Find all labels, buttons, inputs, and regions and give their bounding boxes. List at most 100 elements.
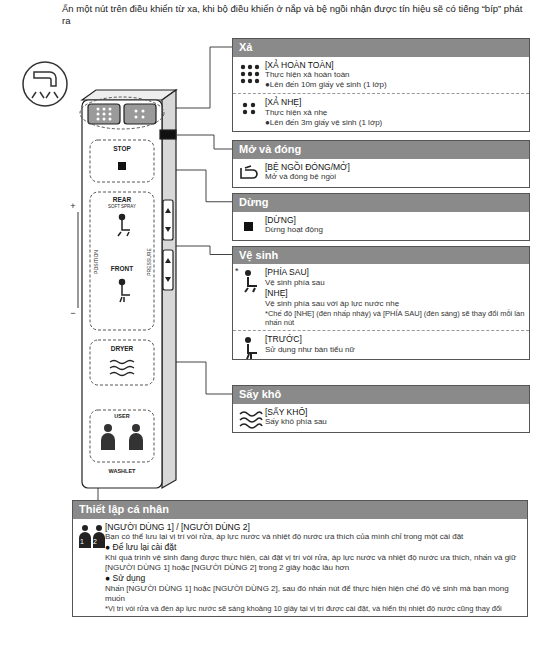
drawing-part [101,433,115,450]
drawing-part [241,65,259,83]
drawing-part [90,410,154,462]
remote-label: WASHLET [109,469,136,475]
drawing-part [103,113,106,116]
flush2-icon [238,99,262,119]
drawing-part [241,72,245,76]
drawing-part [251,110,255,114]
remote-label: USER [114,414,129,420]
instruction-title: Ấn một nút trên điều khiển từ xa, khi bộ… [62,3,532,27]
flush-group-outline [80,97,164,129]
drawing-part [162,90,176,488]
drawing-part [240,412,262,428]
drawing-part [110,361,134,376]
function-item: *[PHÍA SAU]Vệ sinh phía sau[NHẸ]Vệ sinh … [233,264,529,330]
button-name: [NHẸ] [265,288,525,299]
drawing-part [120,285,130,302]
drawing-part [248,65,252,69]
stop-icon [118,162,126,170]
drawing-part [247,344,257,359]
drawing-part [163,250,173,290]
drawing-part [245,277,257,292]
item-text: [SẤY KHÔ]Sấy khô phía sau [265,407,525,429]
button-name: [TRƯỚC] [265,334,525,345]
item-text: [DỪNG]Dừng hoạt động [265,215,525,237]
description-text: ●Lên đến 3m giấy vệ sinh (1 lớp) [265,118,525,128]
section-heading: Vệ sinh [233,247,529,265]
drawing-part [79,532,91,548]
description-text: Vệ sinh phía sau [265,278,525,288]
icon-cell: 12 [75,522,105,613]
front-icon [238,336,264,360]
description-text: Vệ sinh phía sau với áp lực nước nhẹ [265,299,525,309]
function-item: 12[NGƯỜI DÙNG 1] / [NGƯỜI DÙNG 2]Bạn có … [73,519,527,616]
drawing-part [93,532,105,548]
icon-mark: 2 [93,538,97,545]
button-name: [PHÍA SAU] [265,267,525,278]
description-text: Sấy khô phía sau [265,417,525,427]
drawing-part [241,65,245,69]
user-icons [101,424,143,450]
drawing-part [109,113,112,116]
drawing-part [135,110,138,113]
drawing-part [79,525,105,548]
section-heading: Sấy khô [233,386,529,404]
drawing-part [255,79,259,83]
description-text: Khi quá trình vệ sinh đang được thực hiệ… [105,553,523,573]
drawing-part [245,337,251,343]
drawing-part [82,525,88,531]
remote-label: DRYER [111,346,134,353]
section-heading: Mở và đóng [233,141,529,159]
function-item: [XẢ HOÀN TOÀN]Thực hiện xả hoàn toàn●Lên… [233,57,529,94]
button-name: [NGƯỜI DÙNG 1] / [NGƯỜI DÙNG 2] [105,522,523,533]
drawing-part [165,208,171,282]
drawing-part [96,525,102,531]
drawing-part [244,222,253,231]
drawing-part [160,130,176,139]
drawing-part [88,104,120,124]
description-text: ●Lên đến 10m giấy vệ sinh (1 lớp) [265,80,525,90]
toilet-icon [23,62,67,106]
drawing-part [32,92,58,98]
drawing-part [248,79,252,83]
icon-cell [235,215,265,237]
drawing-part [248,72,252,76]
button-name: [BỆ NGỒI ĐÓNG/MỞ] [265,162,525,173]
section-panel: Thiết lập cá nhân12[NGƯỜI DÙNG 1] / [NGƯ… [72,500,528,617]
description-text: Sử dụng như bàn tiểu nữ [265,345,525,355]
drawing-part [243,110,247,114]
icon-cell [235,162,265,184]
section-panel: Sấy khô [SẤY KHÔ]Sấy khô phía sau [232,385,530,433]
function-item: [TRƯỚC]Sử dụng như bàn tiểu nữ [233,330,529,359]
button-name: [XẢ NHẸ] [265,97,525,108]
icon-cell [235,97,265,128]
function-item: [DỪNG]Dừng hoạt động [233,212,529,240]
flush3-icon [238,62,262,86]
drawing-part [245,270,251,276]
function-item: [BỆ NGỒI ĐÓNG/MỞ]Mở và đóng bệ ngồi [233,159,529,187]
drawing-part [120,280,125,285]
drawing-part [97,108,100,111]
remote-label: REAR [113,197,131,204]
description-text: Thực hiện xả hoàn toàn [265,70,525,80]
drawing-part [90,192,154,330]
drawing-part [90,340,154,385]
remote-label: PRESSURE [147,248,152,276]
description-text: Nhấn [NGƯỜI DÙNG 1] hoặc [NGƯỜI DÙNG 2],… [105,584,523,604]
remote-label: STOP [113,146,131,153]
icon-cell [235,60,265,91]
section-panel: Mở và đóng[BỆ NGỒI ĐÓNG/MỞ]Mở và đóng bệ… [232,140,530,188]
drawing-part [120,215,125,220]
section-panel: Dừng[DỪNG]Dừng hoạt động [232,193,530,241]
button-name: ● Để lưu lại cài đặt [105,542,523,553]
drawing-part [163,200,173,240]
section-panel: Vệ sinh*[PHÍA SAU]Vệ sinh phía sau[NHẸ]V… [232,246,530,361]
drawing-part [103,108,106,111]
icon-cell: * [235,267,265,327]
drawing-part [78,212,79,308]
drawing-part [118,220,130,236]
drawing-part [82,100,162,488]
remote-label: + [70,202,75,211]
drawing-part [241,166,257,178]
item-text: [XẢ NHẸ]Thực hiện xả nhẹ●Lên đến 3m giấy… [265,97,525,128]
description-text: Mở và đóng bệ ngồi [265,172,525,182]
